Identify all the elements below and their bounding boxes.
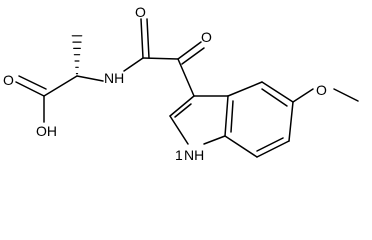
bond-c7-c7a	[224, 135, 258, 158]
bond-c3-c2	[169, 95, 195, 117]
bond-c6-c7-inner	[256, 137, 284, 152]
label-hydroxyl: OH	[36, 123, 57, 139]
label-amide-oxygen: O	[135, 4, 146, 20]
bond-nh-to-amide-carbon	[123, 57, 144, 72]
label-acid-carbonyl-oxygen: O	[3, 72, 14, 88]
bond-c5-methoxy-o	[292, 88, 314, 103]
bond-n1-c7a	[203, 135, 226, 145]
hashed-wedge-methyl-bond	[71, 35, 83, 75]
bond-c7a-c3a-inner	[230, 100, 234, 133]
label-amide-nh: NH	[104, 70, 124, 86]
bond-alpha-carbon-to-carboxyl	[43, 75, 78, 97]
bond-amide-double-o-b	[146, 18, 150, 59]
label-indole-n-prefix: 1	[175, 147, 183, 163]
bond-alpha-carbon-to-nh	[76, 75, 104, 82]
chemical-structure-diagram: O OH NH O O 1 NH O	[3, 4, 359, 163]
bond-c5-c6	[288, 101, 294, 142]
bond-keto-double-o-b	[181, 47, 205, 65]
bond-keto-double-o-a	[177, 41, 202, 60]
label-methoxy-oxygen: O	[316, 82, 327, 98]
label-indole-nh: NH	[184, 147, 204, 163]
bond-keto-carbon-to-indole-c3	[177, 58, 195, 97]
bond-c6-c7	[256, 140, 290, 158]
bond-c7a-c3a	[224, 95, 229, 137]
bond-c4-c5-inner	[261, 88, 288, 107]
bond-carboxyl-double-o-b	[18, 75, 47, 90]
bond-c2-n1	[169, 115, 189, 145]
bond-c4-c5	[261, 81, 294, 103]
bond-c3-c2-inner	[174, 103, 192, 118]
bond-c3a-c4	[227, 81, 263, 97]
bond-carboxyl-double-o-a	[15, 81, 45, 97]
bond-amide-double-o-a	[140, 18, 144, 59]
bond-amide-carbon-to-keto-carbon	[142, 57, 179, 60]
bond-methoxy-o-methyl	[333, 88, 359, 102]
label-keto-oxygen: O	[201, 29, 212, 45]
